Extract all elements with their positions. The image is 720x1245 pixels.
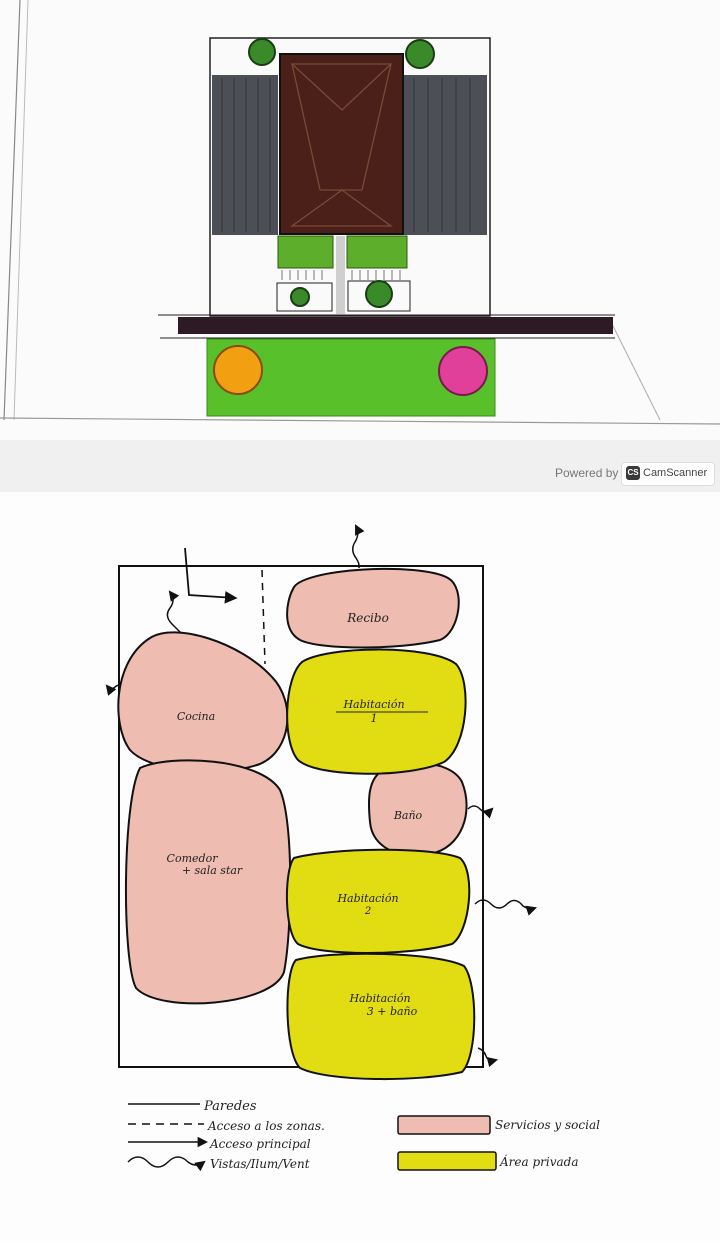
label-sala-star: + sala star — [182, 864, 243, 877]
tree-icon — [365, 280, 393, 308]
roof-ridges — [289, 63, 393, 227]
zoning-diagram: Recibo Cocina Habitación 1 Baño Comedor … — [105, 524, 600, 1172]
legend-swatch-servicios — [397, 1115, 491, 1135]
view-arrow-icon — [477, 1047, 499, 1068]
tree-icon — [248, 38, 276, 66]
garden-patch-left — [277, 235, 334, 269]
pink-tree-icon — [438, 346, 488, 396]
panel-hatching — [221, 78, 471, 232]
legend-acceso-principal: Acceso principal — [209, 1137, 311, 1151]
right-side-panel — [403, 75, 487, 235]
tree-icon — [405, 39, 435, 69]
zone-recibo — [286, 567, 460, 649]
entry-path — [336, 236, 345, 314]
legend-area-privada: Área privada — [499, 1154, 579, 1169]
site-plan-drawing — [0, 0, 720, 425]
zone-habitacion-2 — [286, 848, 471, 954]
label-habitacion-2: Habitación — [336, 892, 398, 905]
view-arrow-icon — [166, 590, 183, 635]
legend-view-arrow-icon — [127, 1156, 206, 1172]
label-habitacion-1-number: 1 — [371, 712, 378, 725]
label-recibo: Recibo — [346, 611, 389, 625]
label-habitacion-3-sub: 3 + baño — [367, 1005, 418, 1018]
paper-edge-line — [609, 319, 661, 421]
page-gap — [0, 440, 720, 492]
main-access-arrow — [184, 547, 238, 604]
house-roof — [279, 53, 404, 235]
zone-habitacion-3 — [286, 952, 476, 1081]
zone-access-dashed — [261, 569, 266, 665]
label-habitacion-2-number: 2 — [364, 906, 371, 917]
zoning-diagram-page: Recibo Cocina Habitación 1 Baño Comedor … — [0, 492, 720, 1241]
site-plan-page — [0, 0, 720, 440]
label-habitacion-1: Habitación — [342, 698, 404, 711]
legend-swatch-privada — [397, 1151, 497, 1171]
zone-comedor — [124, 759, 292, 1005]
view-arrow-icon — [352, 524, 365, 569]
label-bano: Baño — [393, 809, 423, 822]
legend-paredes: Paredes — [203, 1099, 257, 1114]
camscanner-logo-icon: CS — [626, 466, 640, 480]
camscanner-name: CamScanner — [643, 467, 708, 479]
label-cocina: Cocina — [177, 710, 215, 723]
label-habitacion-3: Habitación — [348, 992, 410, 1005]
view-arrow-icon — [474, 899, 537, 916]
zone-cocina — [117, 631, 289, 773]
legend-vistas: Vistas/Ilum/Vent — [210, 1157, 310, 1171]
label-comedor: Comedor — [167, 852, 219, 865]
left-side-panel — [212, 75, 278, 235]
view-arrow-icon — [467, 805, 494, 819]
paper-edge-line — [3, 0, 21, 421]
legend-acceso-zonas: Acceso a los zonas. — [207, 1119, 325, 1133]
street-band — [178, 317, 613, 334]
legend-servicios: Servicios y social — [495, 1118, 600, 1132]
fence-hatching — [281, 270, 401, 280]
orange-tree-icon — [213, 345, 263, 395]
garden-patch-right — [346, 235, 408, 269]
paper-edge-line — [13, 0, 29, 421]
powered-by-label: Powered by — [555, 466, 619, 480]
paper-edge-line — [0, 417, 720, 425]
tree-icon — [290, 287, 310, 307]
